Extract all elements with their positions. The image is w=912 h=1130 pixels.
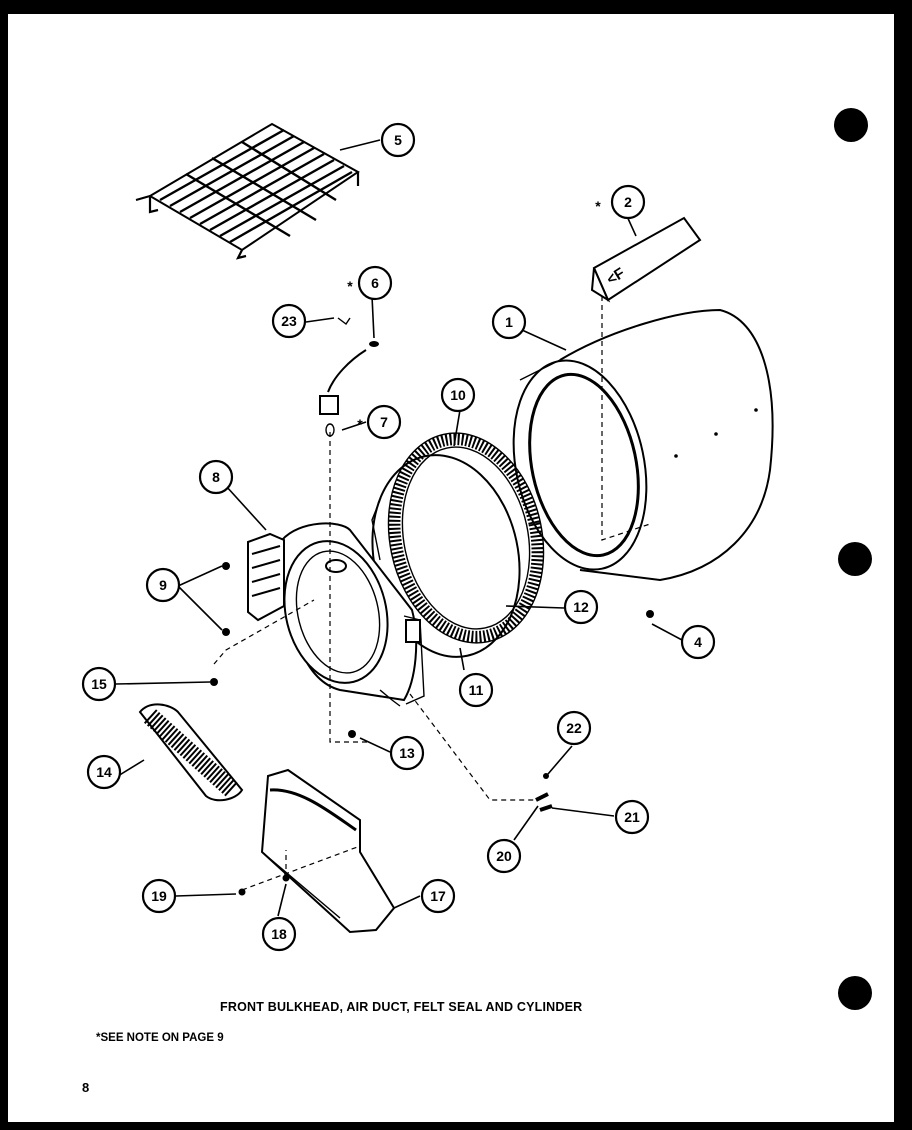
- cylinder-part: [512, 308, 774, 582]
- hardware-screws: [210, 562, 654, 896]
- svg-text:14: 14: [96, 764, 112, 780]
- air-duct-part: [260, 768, 396, 934]
- bracket-part: [247, 532, 285, 622]
- callout-10: 10: [440, 377, 476, 413]
- svg-text:12: 12: [573, 599, 589, 615]
- callout-9: 9: [145, 567, 181, 603]
- page-number: 8: [82, 1080, 90, 1095]
- svg-text:2: 2: [624, 194, 632, 210]
- callout-13: 13: [389, 735, 425, 771]
- svg-text:11: 11: [469, 682, 484, 698]
- diagram-caption: FRONT BULKHEAD, AIR DUCT, FELT SEAL AND …: [220, 1000, 583, 1014]
- svg-text:1: 1: [505, 314, 513, 330]
- svg-text:5: 5: [394, 132, 402, 148]
- svg-text:13: 13: [399, 745, 415, 761]
- svg-text:*: *: [347, 278, 353, 294]
- svg-text:*: *: [357, 416, 363, 432]
- svg-text:20: 20: [496, 848, 512, 864]
- callout-20: 20: [486, 838, 522, 874]
- svg-text:10: 10: [450, 387, 466, 403]
- callout-11: 11: [458, 672, 494, 708]
- assembly-lines: [213, 296, 651, 891]
- svg-text:6: 6: [371, 275, 379, 291]
- callout-22: 22: [556, 710, 592, 746]
- drying-rack-part: [135, 122, 360, 260]
- svg-text:15: 15: [91, 676, 107, 692]
- callout-7: 7*: [357, 404, 402, 440]
- svg-text:23: 23: [281, 313, 297, 329]
- callout-15: 15: [81, 666, 117, 702]
- footnote: *SEE NOTE ON PAGE 9: [96, 1032, 224, 1044]
- callout-17: 17: [420, 878, 456, 914]
- lint-screen-part: [138, 703, 244, 802]
- thermostat-part: [319, 317, 379, 437]
- svg-text:21: 21: [624, 809, 640, 825]
- baffle-marking: <F: [604, 265, 628, 289]
- svg-text:17: 17: [430, 888, 446, 904]
- callout-1: 1: [491, 304, 527, 340]
- svg-text:19: 19: [151, 888, 167, 904]
- svg-text:4: 4: [694, 634, 702, 650]
- svg-text:8: 8: [212, 469, 220, 485]
- callout-8: 8: [198, 459, 234, 495]
- callout-5: 5: [380, 122, 416, 158]
- callout-19: 19: [141, 878, 177, 914]
- svg-text:9: 9: [159, 577, 167, 593]
- felt-seal-part: [387, 432, 545, 644]
- binder-hole: [838, 976, 872, 1010]
- callout-2: 2*: [595, 184, 646, 220]
- callout-12: 12: [563, 589, 599, 625]
- callout-14: 14: [86, 754, 122, 790]
- svg-text:7: 7: [380, 414, 388, 430]
- leader-lines: [115, 139, 683, 917]
- callout-23: 23: [271, 303, 307, 339]
- svg-text:22: 22: [566, 720, 582, 736]
- callout-18: 18: [261, 916, 297, 952]
- baffle-part: <F: [590, 216, 702, 303]
- callout-21: 21: [614, 799, 650, 835]
- binder-hole: [838, 542, 872, 576]
- front-bulkhead-part: [281, 522, 425, 707]
- callout-6: 6*: [347, 265, 393, 301]
- binder-hole: [834, 108, 868, 142]
- svg-text:18: 18: [271, 926, 287, 942]
- svg-text:*: *: [595, 198, 601, 214]
- callout-4: 4: [680, 624, 716, 660]
